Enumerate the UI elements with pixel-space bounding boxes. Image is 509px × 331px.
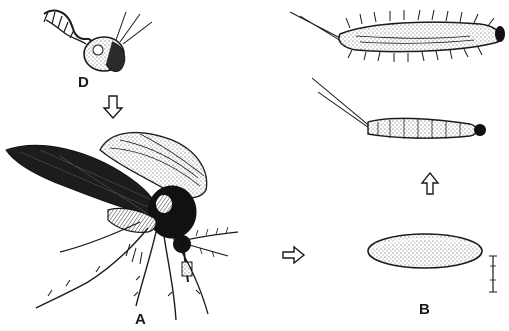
scale-bar-icon xyxy=(489,256,497,292)
adult-mosquito-drawing xyxy=(6,133,238,320)
larva-drawing xyxy=(312,78,486,139)
stage-label-b: B xyxy=(419,302,430,317)
arrow-up xyxy=(422,173,438,194)
arrow-down xyxy=(104,96,122,118)
egg-drawing xyxy=(368,234,497,292)
hairy-larva-drawing xyxy=(290,10,505,62)
stage-label-a: A xyxy=(135,312,146,327)
arrow-right xyxy=(283,247,304,263)
stage-label-d: D xyxy=(78,75,89,90)
pupa-drawing xyxy=(44,11,152,72)
